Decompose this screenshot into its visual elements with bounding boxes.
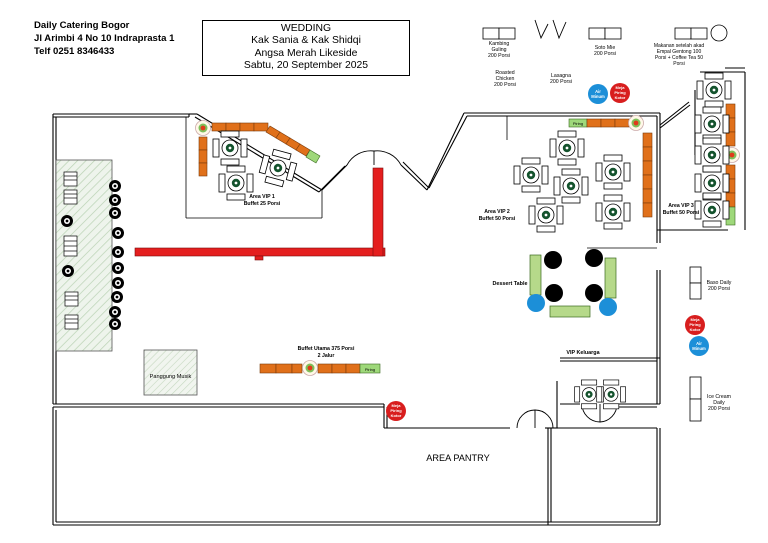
svg-text:Piring: Piring [689, 322, 701, 327]
svg-text:Air: Air [595, 89, 601, 94]
svg-text:Meja: Meja [691, 317, 701, 322]
vip1-label: Area VIP 1 [249, 194, 275, 200]
door-arcs [346, 19, 618, 429]
svg-text:Kambing: Kambing [489, 41, 510, 47]
svg-text:Ice Cream: Ice Cream [707, 394, 731, 400]
svg-text:Porsi + Coffee Tea 50: Porsi + Coffee Tea 50 [655, 55, 703, 61]
svg-text:200 Porsi: 200 Porsi [594, 51, 616, 57]
hall-walls [52, 67, 746, 526]
vip-keluarga-label: VIP Keluarga [566, 350, 600, 356]
vip1-area: Area VIP 1 Buffet 25 Porsi [195, 120, 321, 207]
svg-text:2 Jalur: 2 Jalur [318, 353, 335, 359]
svg-text:Meja: Meja [392, 403, 402, 408]
vip2-piring-label: Piring [573, 121, 583, 126]
right-service-circles: Meja Piring Kotor Air Minum [685, 315, 709, 356]
svg-text:Porsi: Porsi [673, 61, 684, 67]
svg-text:Soto Mie: Soto Mie [595, 45, 616, 51]
svg-text:Daily: Daily [713, 400, 725, 406]
vip2-area: Piring Area VIP 2 Buffet 50 Porsi [479, 115, 653, 233]
vip3-area: Area VIP 3 Buffet 50 Porsi [663, 72, 740, 228]
event-venue: Angsa Merah Likeside [254, 47, 358, 59]
svg-text:Empal Gentong 100: Empal Gentong 100 [657, 49, 702, 55]
event-type: WEDDING [280, 23, 332, 34]
left-furniture [63, 171, 79, 330]
svg-text:Chicken: Chicken [496, 76, 515, 82]
svg-text:Minum: Minum [692, 346, 706, 351]
svg-text:Makanan setelah akad: Makanan setelah akad [654, 43, 705, 49]
svg-text:Minum: Minum [591, 94, 605, 99]
vip2-label: Area VIP 2 [484, 209, 510, 215]
company-name: Daily Catering Bogor [34, 20, 130, 31]
svg-text:Piring: Piring [365, 367, 375, 372]
top-service-circles: Air Minum Meja Piring Kotor [588, 83, 630, 104]
vip3-buffet: Buffet 50 Porsi [663, 210, 700, 216]
svg-text:Lasagna: Lasagna [551, 73, 571, 79]
company-address: Jl Arimbi 4 No 10 Indraprasta 1 [34, 33, 175, 44]
vip2-walls [506, 116, 657, 249]
top-stall-labels: Kambing Guling 200 Porsi Roasted Chicken… [488, 41, 704, 88]
svg-text:Meja: Meja [616, 85, 626, 90]
right-stalls [689, 266, 702, 422]
svg-text:Buffet Utama 375 Porsi: Buffet Utama 375 Porsi [298, 346, 355, 352]
svg-text:200 Porsi: 200 Porsi [550, 79, 572, 85]
svg-text:Guling: Guling [492, 47, 507, 53]
vip1-walls [185, 117, 323, 219]
svg-text:Kotor: Kotor [391, 413, 402, 418]
vip-keluarga-area: VIP Keluarga [566, 350, 627, 410]
red-partition [134, 167, 386, 261]
vip3-label: Area VIP 3 [668, 203, 694, 209]
svg-text:200 Porsi: 200 Porsi [708, 286, 730, 292]
event-couple: Kak Sania & Kak Shidqi [251, 35, 361, 47]
event-title-box: WEDDING Kak Sania & Kak Shidqi Angsa Mer… [202, 20, 410, 76]
svg-text:Piring: Piring [614, 90, 626, 95]
top-stalls [482, 24, 728, 42]
pantry-label: AREA PANTRY [426, 453, 489, 463]
svg-text:200 Porsi: 200 Porsi [494, 82, 516, 88]
svg-text:Kotor: Kotor [690, 327, 701, 332]
vip2-buffet: Buffet 50 Porsi [479, 216, 516, 222]
vip1-buffet: Buffet 25 Porsi [244, 201, 281, 207]
company-info: Daily Catering Bogor Jl Arimbi 4 No 10 I… [34, 19, 174, 58]
buffet-utama: Buffet Utama 375 Porsi 2 Jalur Piring [259, 346, 381, 376]
svg-text:Baso Daily: Baso Daily [707, 280, 732, 286]
svg-text:Roasted: Roasted [495, 70, 514, 76]
svg-text:200 Porsi: 200 Porsi [708, 406, 730, 412]
svg-text:Air: Air [696, 341, 702, 346]
company-phone: Telf 0251 8346433 [34, 46, 115, 57]
pantry-dirty-dish: Meja Piring Kotor [386, 401, 406, 421]
event-date: Sabtu, 20 September 2025 [243, 60, 369, 72]
dessert-label: Dessert Table [493, 281, 528, 287]
svg-text:Kotor: Kotor [615, 95, 626, 100]
stage-panggung-musik: Panggung Musik [143, 349, 198, 396]
right-stall-labels: Baso Daily 200 Porsi Ice Cream Daily 200… [707, 280, 732, 412]
svg-text:Piring: Piring [390, 408, 402, 413]
dessert-area: Dessert Table [493, 249, 617, 318]
svg-text:200 Porsi: 200 Porsi [488, 53, 510, 59]
stage-label: Panggung Musik [150, 374, 192, 380]
